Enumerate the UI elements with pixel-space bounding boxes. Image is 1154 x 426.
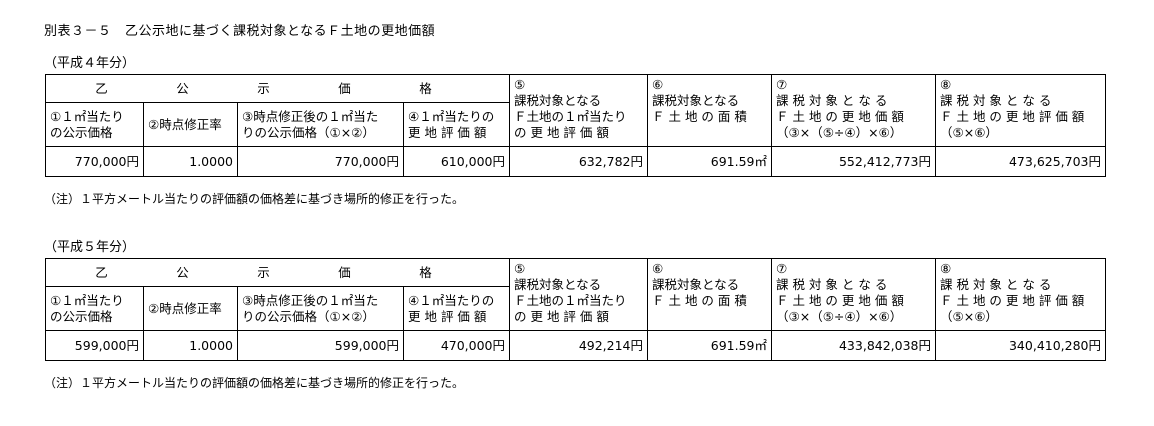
value-col3: 770,000円	[237, 146, 404, 177]
value-col1: 770,000円	[45, 146, 144, 177]
table-note-h5: （注）１平方メートル当たりの評価額の価格差に基づき場所的修正を行った。	[44, 376, 465, 390]
header-col6: ⑥ 課税対象となる Ｆ 土 地 の 面 積	[647, 258, 773, 331]
header-col6: ⑥ 課税対象となる Ｆ 土 地 の 面 積	[647, 74, 773, 147]
value-col8: 340,410,280円	[935, 330, 1107, 361]
value-col7: 552,412,773円	[771, 146, 937, 177]
value-col2: 1.0000	[143, 330, 238, 361]
group-header: 乙 公 示 価 格	[44, 258, 511, 287]
value-col6: 691.59㎡	[647, 330, 773, 361]
period-label-h5: （平成５年分）	[44, 240, 136, 255]
header-col4: ④１㎡当たりの 更 地 評 価 額	[402, 102, 511, 147]
value-col8: 473,625,703円	[935, 146, 1107, 177]
header-col8: ⑧ 課 税 対 象 と な る Ｆ 土 地 の 更 地 評 価 額 （⑤×⑥）	[935, 74, 1107, 147]
value-col6: 691.59㎡	[647, 146, 773, 177]
header-col8: ⑧ 課 税 対 象 と な る Ｆ 土 地 の 更 地 評 価 額 （⑤×⑥）	[935, 258, 1107, 331]
group-header: 乙 公 示 価 格	[44, 74, 511, 103]
header-col1: ①１㎡当たり の公示価格	[45, 102, 144, 147]
value-col4: 470,000円	[402, 330, 511, 361]
value-col4: 610,000円	[402, 146, 511, 177]
period-label-h4: （平成４年分）	[44, 56, 136, 71]
value-col3: 599,000円	[237, 330, 404, 361]
value-col5: 632,782円	[509, 146, 649, 177]
header-col7: ⑦ 課 税 対 象 と な る Ｆ 土 地 の 更 地 価 額 （③×（⑤÷④）…	[771, 258, 937, 331]
header-col2: ②時点修正率	[143, 286, 238, 331]
table-note-h4: （注）１平方メートル当たりの評価額の価格差に基づき場所的修正を行った。	[44, 192, 465, 206]
valuation-table-h4: 乙 公 示 価 格 ⑤ 課税対象となる Ｆ土地の１㎡当たり の 更 地 評 価 …	[44, 74, 1107, 177]
valuation-table-h5: 乙 公 示 価 格 ⑤ 課税対象となる Ｆ土地の１㎡当たり の 更 地 評 価 …	[44, 258, 1107, 361]
header-col3: ③時点修正後の１㎡当た りの公示価格（①×②）	[237, 102, 404, 147]
header-col5: ⑤ 課税対象となる Ｆ土地の１㎡当たり の 更 地 評 価 額	[509, 74, 649, 147]
value-col5: 492,214円	[509, 330, 649, 361]
header-col2: ②時点修正率	[143, 102, 238, 147]
value-col2: 1.0000	[143, 146, 238, 177]
value-col7: 433,842,038円	[771, 330, 937, 361]
value-col1: 599,000円	[45, 330, 144, 361]
header-col1: ①１㎡当たり の公示価格	[45, 286, 144, 331]
header-col7: ⑦ 課 税 対 象 と な る Ｆ 土 地 の 更 地 価 額 （③×（⑤÷④）…	[771, 74, 937, 147]
header-col4: ④１㎡当たりの 更 地 評 価 額	[402, 286, 511, 331]
header-col5: ⑤ 課税対象となる Ｆ土地の１㎡当たり の 更 地 評 価 額	[509, 258, 649, 331]
header-col3: ③時点修正後の１㎡当た りの公示価格（①×②）	[237, 286, 404, 331]
document-title: 別表３－５ 乙公示地に基づく課税対象となるＦ土地の更地価額	[44, 24, 436, 39]
